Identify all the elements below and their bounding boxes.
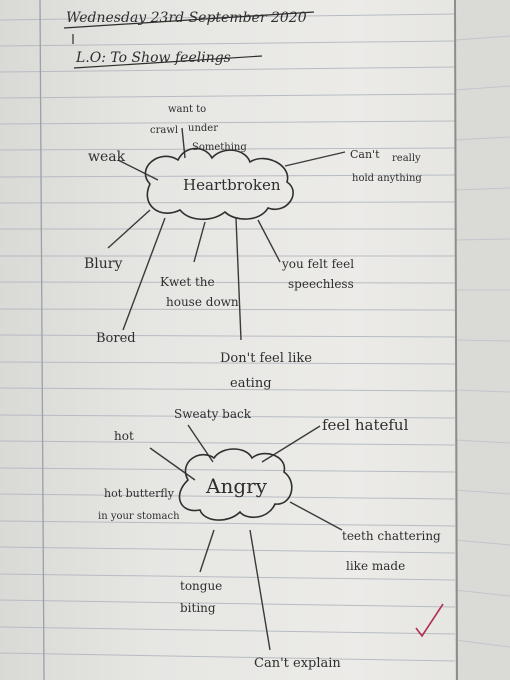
branch-sweaty-back: Sweaty back bbox=[174, 407, 252, 421]
branch-tongue: tongue bbox=[180, 579, 222, 593]
branch-cant: Can't bbox=[350, 148, 380, 161]
page-gutter bbox=[454, 0, 458, 680]
center-heartbroken: Heartbroken bbox=[183, 176, 281, 194]
branch-in-your-stomach: in your stomach bbox=[98, 511, 180, 522]
branch-hot: hot bbox=[114, 429, 134, 443]
branch-blury: Blury bbox=[84, 256, 122, 272]
branch-cant-explain: Can't explain bbox=[254, 656, 341, 671]
branch-speechless: speechless bbox=[288, 277, 354, 291]
cloud-heartbroken bbox=[144, 147, 294, 221]
branch-crawl: crawl bbox=[150, 125, 178, 136]
branch-under: under bbox=[188, 123, 218, 134]
next-page-lines bbox=[454, 35, 510, 648]
date-line: Wednesday 23rd September 2020 bbox=[66, 10, 307, 26]
center-angry: Angry bbox=[205, 474, 268, 498]
branch-hold-anything: hold anything bbox=[352, 173, 422, 184]
branch-wet-the: Kwet the bbox=[160, 275, 215, 289]
branch-bored: Bored bbox=[96, 331, 136, 346]
cloud-angry bbox=[178, 448, 293, 521]
margin-line bbox=[39, 0, 45, 680]
branch-eating: eating bbox=[230, 376, 272, 391]
date-underline bbox=[63, 11, 315, 29]
branch-something: Something bbox=[192, 142, 247, 153]
ruled-lines bbox=[0, 13, 456, 662]
branch-want-to: want to bbox=[168, 104, 206, 115]
spokes-angry bbox=[149, 424, 343, 651]
branch-house-down: house down bbox=[166, 295, 239, 309]
mind-map-heartbroken: Heartbroken weak want to crawl under Som… bbox=[84, 104, 422, 391]
objective-underline bbox=[73, 55, 263, 69]
spokes-heartbroken bbox=[107, 127, 346, 341]
branch-weak: weak bbox=[88, 149, 126, 165]
branch-dont-feel-like: Don't feel like bbox=[220, 351, 312, 366]
tick-mark-icon bbox=[415, 603, 444, 638]
branch-like-made: like made bbox=[346, 559, 405, 573]
branch-really: really bbox=[392, 153, 421, 164]
learning-objective: L.O: To Show feelings bbox=[75, 50, 231, 66]
branch-hot-butterfly: hot butterfly bbox=[104, 487, 175, 500]
mind-map-angry: Angry hot Sweaty back feel hateful hot b… bbox=[98, 407, 441, 671]
branch-feel-hateful: feel hateful bbox=[322, 416, 409, 434]
branch-biting: biting bbox=[180, 601, 216, 615]
branch-teeth-chattering: teeth chattering bbox=[342, 529, 441, 543]
branch-you-feel: you felt feel bbox=[281, 257, 354, 271]
